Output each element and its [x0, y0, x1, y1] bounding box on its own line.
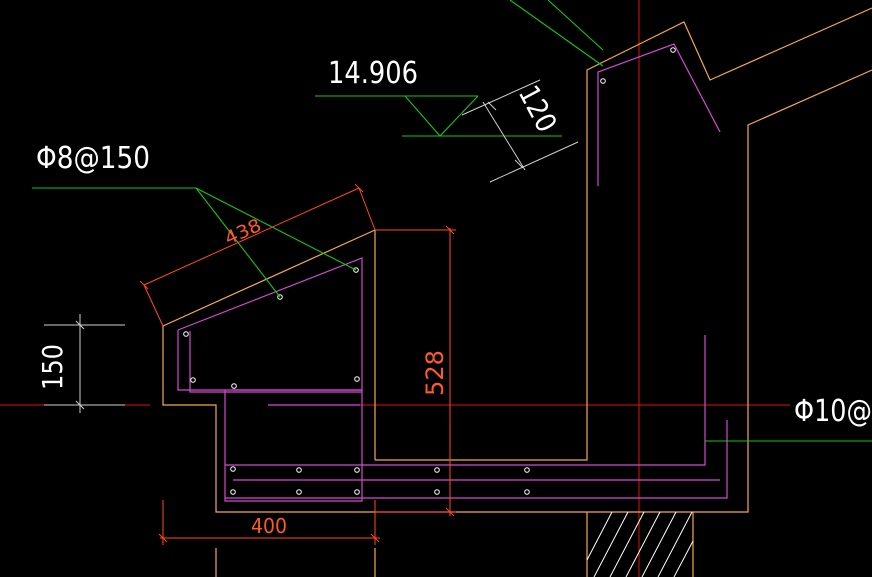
column-hatch	[586, 511, 694, 577]
slope-dim-ext-left	[143, 284, 164, 327]
rebar-dot	[354, 489, 360, 495]
rebar-dot	[230, 489, 236, 495]
dim-tick	[445, 225, 455, 235]
rebar-dot	[434, 467, 440, 473]
eave-height-label: 150	[36, 344, 69, 390]
slab-rebar-leader-2	[195, 187, 357, 271]
hatch-line	[657, 511, 693, 577]
slope-dim-ext-right	[358, 187, 376, 231]
dim-tick	[158, 533, 168, 543]
elevation-triangle	[404, 95, 479, 137]
dimension-lines	[139, 183, 456, 545]
bottom-rebar	[225, 335, 706, 466]
wall-rebar-leader-2	[547, 0, 604, 51]
dim-tick	[514, 159, 524, 169]
beam-stirrup	[224, 390, 363, 502]
eave-tie	[189, 331, 362, 393]
rebar-dot	[524, 467, 530, 473]
rebar-dot	[600, 78, 606, 84]
leader-lines	[32, 0, 872, 442]
rebar-dot	[190, 377, 196, 383]
dim-tick	[487, 101, 497, 111]
beam-rebar-label: Φ10@	[794, 394, 872, 429]
dim-tick	[75, 400, 85, 410]
elevation-label: 14.906	[328, 56, 418, 91]
rebar-dot	[231, 383, 237, 389]
white-dimension-lines	[44, 79, 579, 413]
beam-width-label: 400	[251, 514, 287, 538]
slab-thickness-label: 120	[512, 80, 564, 138]
rebar-dot	[296, 489, 302, 495]
wall-rebar-leader-1	[509, 0, 604, 67]
slab-rebar-label: Φ8@150	[36, 141, 150, 176]
bottom-rebar-lower	[225, 420, 728, 499]
slope-dim-line	[143, 187, 360, 286]
dim-tick	[445, 507, 455, 517]
dim-tick	[354, 183, 364, 193]
rebar-dot	[183, 331, 189, 337]
dim-tick	[139, 280, 149, 290]
rebar-dot	[296, 467, 302, 473]
wall-outline	[375, 7, 872, 461]
rebar-dot	[354, 467, 360, 473]
rebar-dot	[354, 376, 360, 382]
slope-length-label: 438	[221, 215, 264, 250]
rebar-dot	[230, 466, 236, 472]
slab-dim-ext-top	[461, 79, 541, 116]
hatch-line	[641, 511, 677, 577]
rebar-dot	[434, 489, 440, 495]
rebar-dot	[524, 489, 530, 495]
hatch-line	[673, 540, 694, 577]
rebar-dot	[670, 47, 676, 53]
concrete-outline	[162, 7, 872, 577]
wall-rebar	[597, 43, 721, 186]
hatch-line	[609, 511, 645, 577]
rebar-dots	[183, 47, 676, 495]
dim-tick	[370, 533, 380, 543]
slab-dim-ext-bottom	[489, 141, 579, 183]
slab-dim-line	[482, 101, 526, 171]
hatch-line	[586, 511, 613, 561]
beam-outline	[162, 69, 872, 513]
dim-tick	[75, 320, 85, 330]
rebar-lines	[177, 43, 728, 502]
hatch-line	[625, 511, 661, 577]
beam-height-label: 528	[421, 350, 449, 396]
hatch-line	[593, 511, 629, 577]
